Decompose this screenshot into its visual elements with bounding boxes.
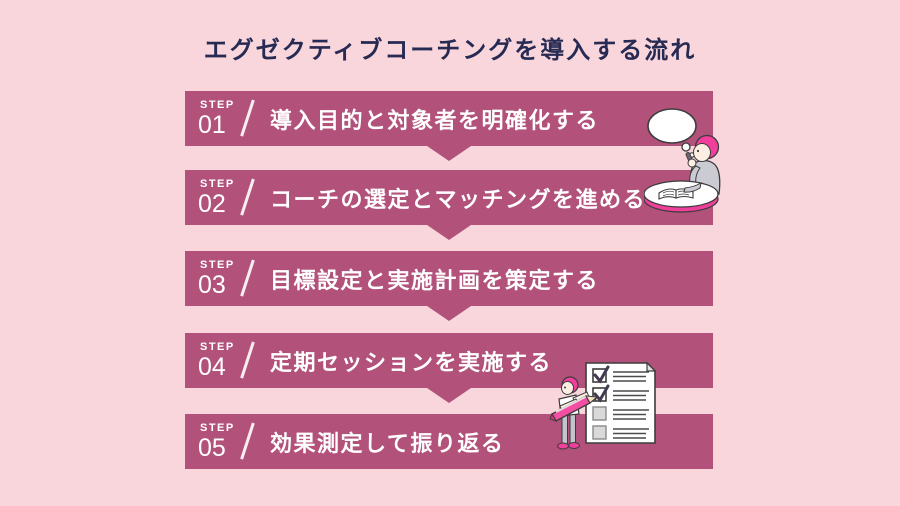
step-title: 目標設定と実施計画を策定する [270,267,600,293]
step-banner-3: STEP 03 目標設定と実施計画を策定する [185,251,713,321]
step-label: STEP [200,422,235,434]
slash-divider [240,178,255,216]
step-number: 01 [198,111,226,139]
down-arrow-icon [427,225,471,240]
person-checking-checklist-illustration [549,361,657,450]
step-label: STEP [200,341,235,353]
step-title: 導入目的と対象者を明確化する [270,107,600,133]
step-banner-2: STEP 02 コーチの選定とマッチングを進める [185,170,713,240]
step-label: STEP [200,178,235,190]
step-banner-4: STEP 04 定期セッションを実施する [185,333,713,403]
step-number: 03 [198,271,226,299]
down-arrow-icon [427,388,471,403]
slash-divider [240,341,255,379]
step-number: 05 [198,434,226,462]
step-banner-1: STEP 01 導入目的と対象者を明確化する [185,91,713,161]
step-title: 定期セッションを実施する [270,349,553,375]
step-label: STEP [200,99,235,111]
step-title: コーチの選定とマッチングを進める [270,186,647,212]
down-arrow-icon [427,146,471,161]
step-number: 02 [198,190,226,218]
slash-divider [240,422,255,460]
thinking-person-at-table-illustration [644,108,721,213]
slash-divider [240,99,255,137]
step-number: 04 [198,353,226,381]
slash-divider [240,259,255,297]
page-title: エグゼクティブコーチングを導入する流れ [203,37,697,64]
step-label: STEP [200,259,235,271]
down-arrow-icon [427,306,471,321]
step-title: 効果測定して振り返る [270,430,505,456]
